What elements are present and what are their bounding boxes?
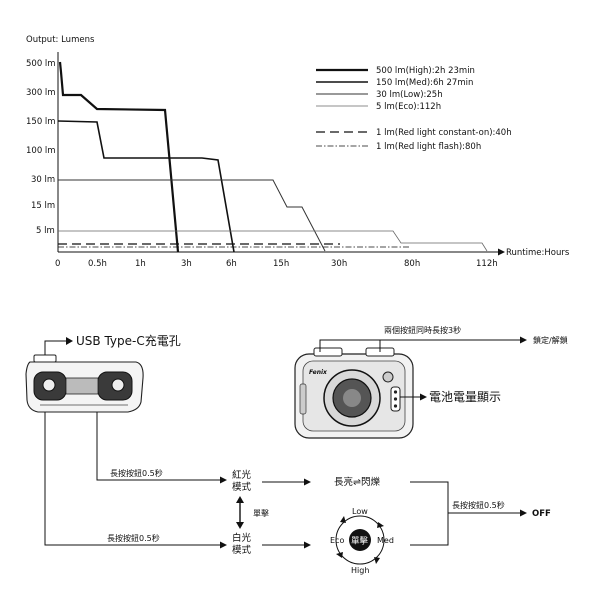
headlamp-top-view xyxy=(25,354,144,413)
x-axis-title: Runtime:Hours xyxy=(506,248,570,258)
red-mode-line1: 紅光 xyxy=(232,469,252,481)
y-tick-label: 100 lm xyxy=(26,146,56,156)
main-lens-center xyxy=(343,389,361,407)
y-tick-label: 15 lm xyxy=(31,201,55,211)
y-tick-label: 30 lm xyxy=(31,175,55,185)
y-tick-label: 150 lm xyxy=(26,117,56,127)
battery-arrow-icon xyxy=(420,393,427,401)
x-tick-label: 0.5h xyxy=(88,259,107,269)
cycle-eco-label: Eco xyxy=(330,536,344,545)
cycle-med-label: Med xyxy=(377,536,394,545)
legend-label-eco: 5 lm(Eco):112h xyxy=(376,102,441,112)
usb-pointer-line xyxy=(44,340,66,355)
usb-port-icon xyxy=(33,354,57,363)
brightness-cycle: 單擊 Low Med High Eco xyxy=(330,507,394,575)
x-tick-label: 112h xyxy=(476,259,498,269)
headlamp-top-left-button xyxy=(313,347,343,357)
series-line-eco xyxy=(58,230,488,252)
battery-led xyxy=(393,390,398,394)
off-label: OFF xyxy=(532,509,551,519)
legend-label-low: 30 lm(Low):25h xyxy=(376,90,443,100)
x-tick-label: 6h xyxy=(226,259,237,269)
mode-switch-down-arrow-icon xyxy=(236,522,244,529)
legend-label-red-flash: 1 lm(Red light flash):80h xyxy=(376,142,481,152)
legend-label-med: 150 lm(Med):6h 27min xyxy=(376,78,473,88)
battery-led xyxy=(393,397,398,401)
series-line-high xyxy=(58,61,180,253)
headlamp-front-view: Fenix xyxy=(294,347,414,439)
headlamp-center-bridge xyxy=(65,377,99,395)
x-tick-label: 1h xyxy=(135,259,146,269)
cycle-center-label: 單擊 xyxy=(351,536,369,547)
x-tick-label: 15h xyxy=(273,259,289,269)
cycle-arrow-icon xyxy=(340,516,346,523)
white-mode-line2: 模式 xyxy=(232,544,252,556)
series-line-med xyxy=(57,120,235,253)
y-axis-title: Output: Lumens xyxy=(26,35,95,45)
y-ticks: 500 lm 300 lm 150 lm 100 lm 30 lm 15 lm … xyxy=(26,59,56,236)
runtime-chart: Output: Lumens Runtime:Hours 500 lm 300 … xyxy=(26,35,570,269)
y-tick-label: 500 lm xyxy=(26,59,56,69)
battery-level-label: 電池電量顯示 xyxy=(429,390,501,404)
headlamp-right-button-center xyxy=(111,378,125,392)
white-to-cycle-arrow-icon xyxy=(304,541,311,549)
x-tick-label: 80h xyxy=(404,259,420,269)
operation-diagram: USB Type-C充電孔 Fenix 兩個按鈕同時長按3秒 鎖定/解鎖 電 xyxy=(25,325,568,575)
mode-switch-up-arrow-icon xyxy=(236,496,244,503)
both-buttons-label: 兩個按鈕同時長按3秒 xyxy=(384,325,461,335)
lock-unlock-label: 鎖定/解鎖 xyxy=(533,335,568,345)
legend: 500 lm(High):2h 23min 150 lm(Med):6h 27m… xyxy=(316,66,512,152)
both-buttons-line xyxy=(319,339,520,352)
lock-arrow-icon xyxy=(520,336,527,344)
series-lines xyxy=(57,61,488,253)
cycle-center-badge xyxy=(349,529,371,551)
red-branch-line xyxy=(96,412,220,481)
usb-arrow-icon xyxy=(66,337,73,345)
single-click-label: 單擊 xyxy=(253,508,269,518)
side-clip xyxy=(299,383,307,415)
cycle-low-label: Low xyxy=(352,507,368,516)
red-to-steady-arrow-icon xyxy=(304,478,311,486)
steady-flash-label: 長亮⇌閃爍 xyxy=(334,476,380,488)
brand-logo: Fenix xyxy=(309,369,328,376)
legend-label-high: 500 lm(High):2h 23min xyxy=(376,66,475,76)
cycle-arrow-icon xyxy=(374,557,380,564)
series-line-low xyxy=(58,179,326,252)
cycle-arrow-icon xyxy=(336,552,343,558)
off-bracket-line xyxy=(410,481,449,546)
white-branch-arrow-icon xyxy=(220,541,227,549)
cycle-high-label: High xyxy=(351,566,369,575)
x-tick-label: 0 xyxy=(55,259,60,269)
y-tick-label: 300 lm xyxy=(26,88,56,98)
x-ticks: 0 0.5h 1h 3h 6h 15h 30h 80h 112h xyxy=(55,259,498,269)
sensor-icon xyxy=(382,371,394,383)
headlamp-left-button-center xyxy=(42,378,56,392)
x-tick-label: 30h xyxy=(331,259,347,269)
off-arrow-icon xyxy=(520,509,527,517)
red-branch-arrow-icon xyxy=(220,476,227,484)
cycle-arrow-icon xyxy=(377,522,384,528)
usb-port-label: USB Type-C充電孔 xyxy=(76,333,181,348)
hold-white-label: 長按按鈕0.5秒 xyxy=(107,533,160,543)
hold-red-label: 長按按鈕0.5秒 xyxy=(110,468,163,478)
white-mode-line1: 白光 xyxy=(232,532,252,544)
battery-led xyxy=(393,404,398,408)
y-tick-label: 5 lm xyxy=(36,226,55,236)
x-tick-label: 3h xyxy=(181,259,192,269)
x-axis-arrow-icon xyxy=(498,248,505,256)
legend-label-red-constant: 1 lm(Red light constant-on):40h xyxy=(376,128,512,138)
white-branch-line xyxy=(44,412,220,546)
red-mode-line2: 模式 xyxy=(232,481,252,493)
hold-off-label: 長按按鈕0.5秒 xyxy=(452,500,505,510)
cycle-ring xyxy=(335,515,385,565)
